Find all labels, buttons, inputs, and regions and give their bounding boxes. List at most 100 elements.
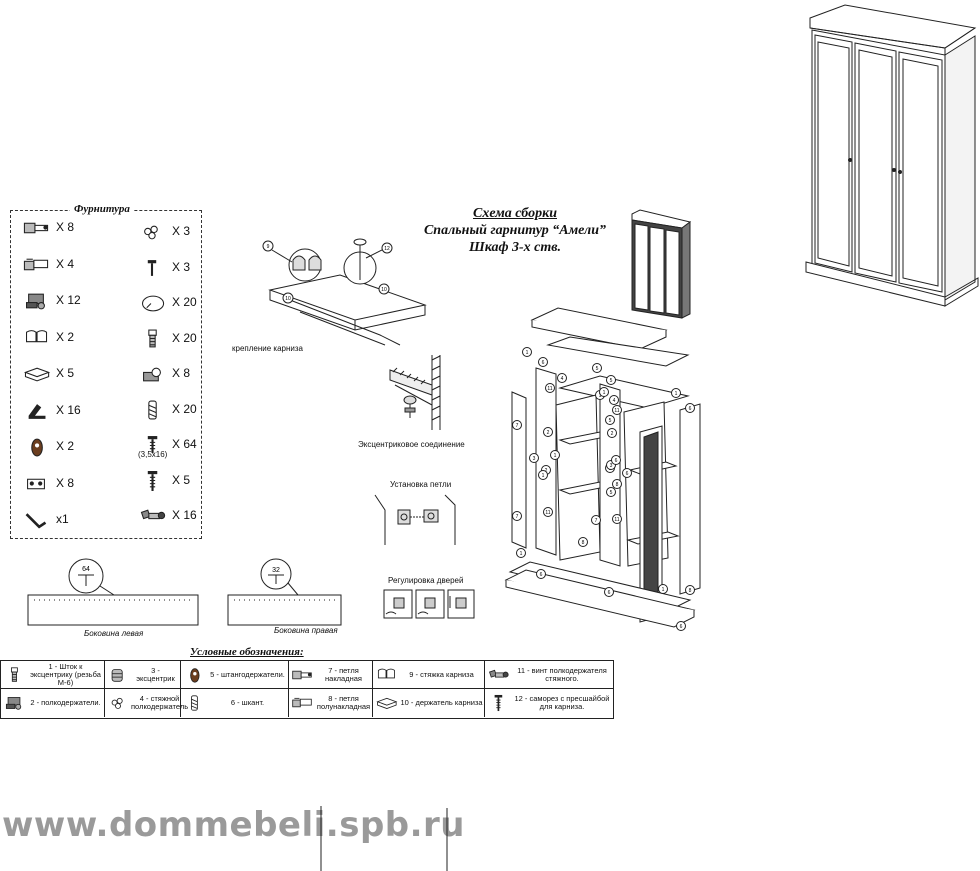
callout-bubble [591,515,601,525]
callout-bubble [622,468,632,478]
hardware-item: X 12 [22,291,81,310]
callout-bubble [543,427,553,437]
legend-table: 1 - Шток к эксцентрику (резьба М-6)3 - э… [0,660,614,719]
callout-number: 1 [554,453,557,459]
hardware-qty: X 2 [56,329,75,344]
eccentric-rod-icon [138,329,166,347]
connector-bolt-icon [487,665,509,685]
hardware-item: X 3 [138,258,190,276]
callout-number: 1 [520,551,523,557]
rod-holder-icon [22,437,50,457]
callout-bubble [536,569,546,579]
callout-number: 8 [689,588,692,594]
callout-number: 5 [610,378,613,384]
callout-bubble [606,487,616,497]
legend-text: 5 - штангодержатели. [210,669,285,679]
legend-item: 10 - держатель карниза [373,689,485,717]
hex-key-icon [22,510,50,529]
callout-bubble [604,587,614,597]
callout-number: 6 [626,471,629,477]
legend-text: 6 - шкант. [230,698,265,707]
cornice-caption: крепление карниза [232,344,303,353]
cap-icon [138,293,166,312]
hardware-qty: X 8 [56,475,75,490]
callout-bubble [550,450,560,460]
callout-number: 2 [547,430,550,436]
callout-number: 6 [615,458,618,464]
legend-text: 2 - полкодержатели. [30,698,101,707]
legend-text: 1 - Шток к эксцентрику (резьба М-6) [30,661,101,687]
callout-cornice-9: 9 [267,244,270,250]
callout-number: 1 [675,391,678,397]
hardware-item: X 4 [22,255,74,273]
hardware-item: X 3 [138,222,190,240]
callout-bubble [529,453,539,463]
callout-number: 7 [516,514,519,520]
hardware-item: X 5 [138,470,190,491]
hardware-title: Фурнитура [70,203,134,215]
legend-item: 8 - петля полунакладная [289,689,373,717]
legend-text: 11 - винт полкодержателя стяжного. [517,665,607,683]
hardware-qty: X 16 [56,402,81,417]
callout-bubble [612,514,622,524]
dimension-right: 32 [272,567,280,574]
hardware-qty: X 4 [56,256,75,271]
callout-bubble [522,347,532,357]
callout-number: 11 [547,386,552,392]
hardware-qty: X 8 [172,366,191,380]
callout-bubble [538,470,548,480]
callout-number: 11 [614,408,619,414]
callout-number: 1 [599,393,602,399]
legend-text: 12 - саморез с пресшайбой для карниза. [514,694,610,711]
hinge-plate-icon [22,474,50,492]
callout-bubble [592,363,602,373]
callout-bubble [611,455,621,465]
callout-number: 11 [545,510,550,516]
hardware-item: X 20 [138,329,197,347]
hardware-item: X 2 [22,328,74,346]
cam-nut-icon [138,222,166,240]
side-left-caption: Боковина левая [84,629,144,638]
cam-icon [107,665,129,685]
callout-number: 1 [603,390,606,396]
callout-number: 1 [526,350,529,356]
hinge-overlay-icon [22,218,50,236]
callout-bubble [685,403,695,413]
cornice-clamp-icon [375,665,397,685]
hardware-item: X 20 [138,293,197,312]
hardware-qty: X 16 [172,508,197,522]
callout-number: 2 [611,431,614,437]
hinge-overlay-icon [291,665,313,685]
callout-bubble [658,584,668,594]
screw-icon [138,435,166,453]
product-subtitle: Спальный гарнитур “Амели” [423,223,607,238]
legend-item: 2 - полкодержатели. [1,689,105,717]
cornice-holder-icon [375,693,398,713]
callout-number: 3 [533,456,536,462]
legend-item: 6 - шкант. [181,689,289,717]
legend-item: 4 - стяжной полкодержатель [105,689,188,717]
hinge-caption: Установка петли [390,480,452,489]
hinge-half-overlay-icon [22,255,50,273]
hardware-qty: X 8 [56,220,75,234]
side-panel-left [27,594,199,626]
hinge-half-overlay-icon [291,693,313,713]
callout-bubble [545,383,555,393]
hardware-qty: X 64 [172,437,197,451]
callout-number: 11 [614,517,619,523]
assembly-title-block: Схема сборки Спальный гарнитур “Амели” Ш… [410,205,620,256]
hardware-qty: X 2 [56,439,75,453]
callout-bubble [606,375,616,385]
callout-bubble [512,511,522,521]
legend-item: 3 - эксцентрик [105,661,181,689]
legend-item: 1 - Шток к эксцентрику (резьба М-6) [1,661,105,689]
callout-cornice-10b: 10 [381,287,387,293]
legend-item: 11 - винт полкодержателя стяжного. [485,661,613,689]
hardware-item: X 2 [22,437,75,457]
hardware-qty: X 12 [56,293,81,307]
callout-number: 1 [542,473,545,479]
